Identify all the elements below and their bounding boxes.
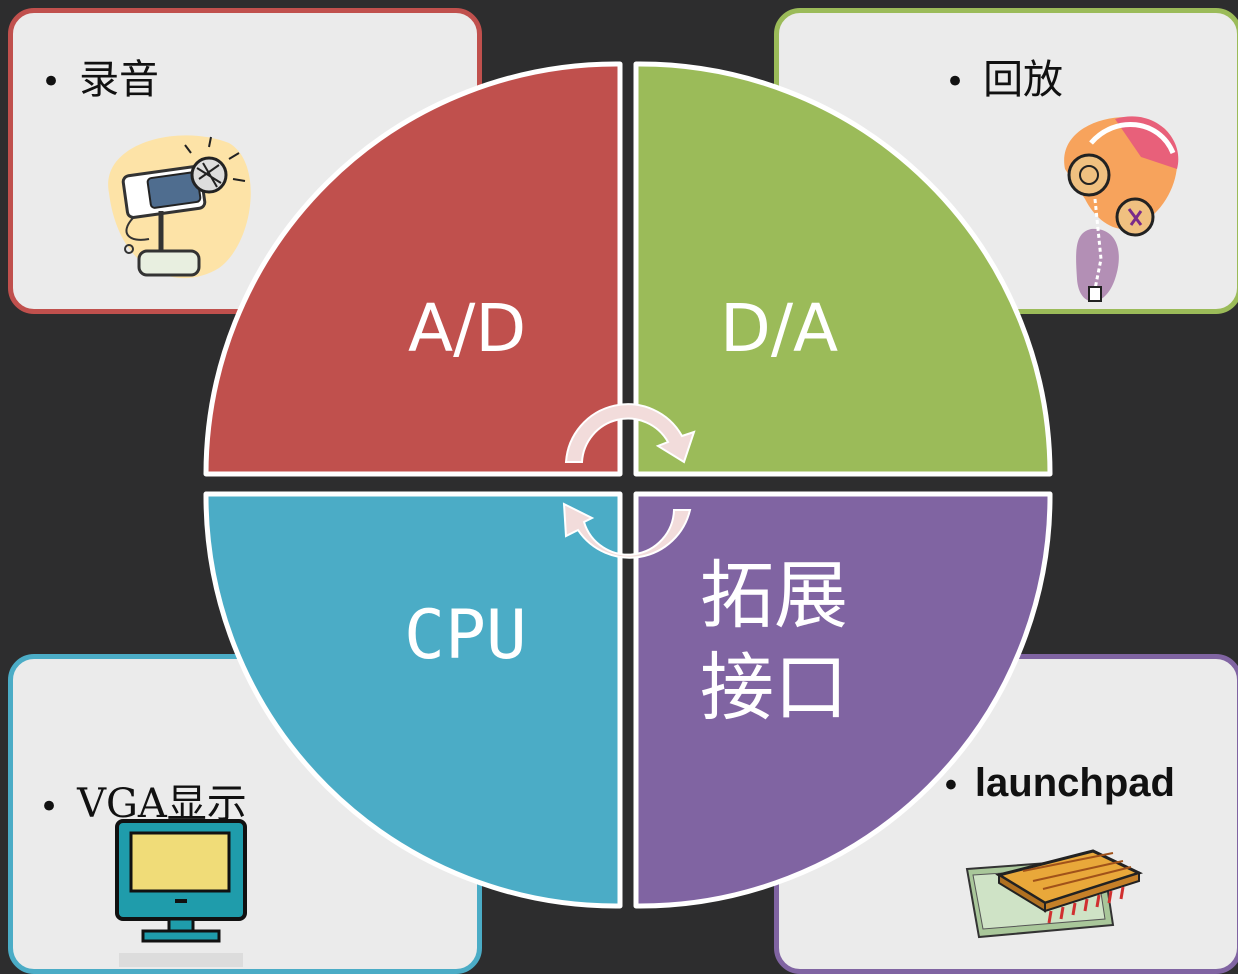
microphone-icon <box>108 135 251 279</box>
quadrant-label-ext-line1: 拓展 <box>700 553 848 639</box>
quadrant-ad <box>203 61 623 477</box>
bullet: • <box>945 765 957 804</box>
label-text: 录音 <box>79 57 160 103</box>
label-text: launchpad <box>974 761 1175 805</box>
card-label-playback: • 回放 <box>945 47 1063 105</box>
quadrant-label-da: D/A <box>720 290 839 367</box>
bullet: • <box>41 62 62 102</box>
quadrant-label-cpu: CPU <box>404 596 527 675</box>
quadrant-ext <box>633 491 1053 909</box>
headphones-icon <box>1064 116 1179 302</box>
quadrant-label-extension: 拓展 接口 <box>700 550 848 734</box>
cycle-arrows-icon <box>562 403 696 559</box>
bullet: • <box>39 787 60 827</box>
chip-icon <box>965 849 1143 939</box>
card-label-launchpad: • launchpad <box>945 761 1175 806</box>
quadrant-label-ad: A/D <box>408 290 527 367</box>
quadrant-da <box>633 61 1053 477</box>
bullet: • <box>945 62 966 102</box>
card-label-recording: • 录音 <box>41 47 159 105</box>
label-text: 回放 <box>983 57 1064 103</box>
quadrant-cpu <box>203 491 623 909</box>
quadrant-label-ext-line2: 接口 <box>700 645 848 731</box>
